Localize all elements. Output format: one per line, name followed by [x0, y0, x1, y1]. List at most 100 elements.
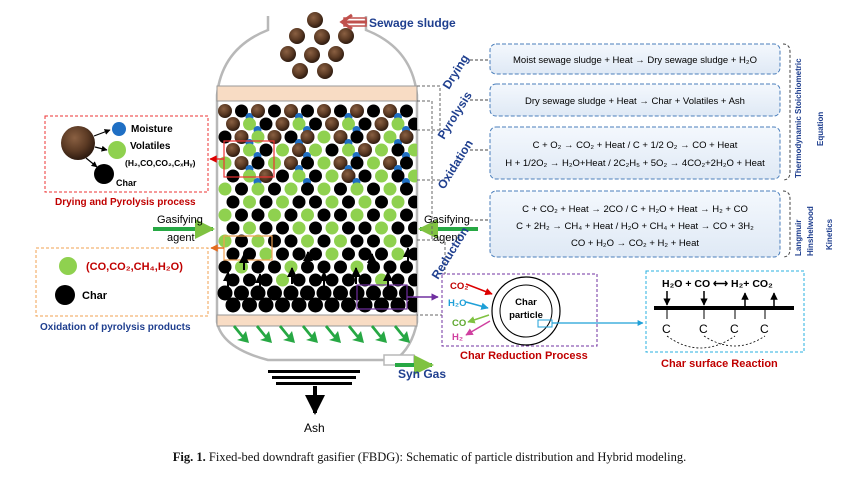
volatile-particle [259, 247, 273, 261]
volatile-particle [292, 169, 306, 183]
sludge-particle [284, 156, 298, 170]
kinetics-label-1: Langmuir [794, 220, 803, 256]
char-particle [243, 273, 256, 287]
char-particle [309, 117, 322, 131]
char-particle [226, 221, 240, 235]
volatile-particle [325, 247, 339, 261]
h2o-label: H₂O [448, 298, 466, 309]
char-particle [358, 273, 372, 287]
gas-particle-icon [59, 257, 77, 275]
volatile-particle [375, 143, 388, 157]
char-particle [309, 221, 322, 235]
char-particle [324, 297, 340, 313]
volatile-particle [325, 221, 339, 235]
sludge-particle [226, 117, 240, 131]
char-particle [358, 221, 372, 235]
sludge-particle [275, 117, 290, 131]
volatile-particle [391, 195, 405, 209]
sewage-sludge-arrow [339, 13, 367, 31]
char-particle [292, 195, 306, 209]
surface-c-2: C [699, 322, 708, 336]
gas-outflow-arrow [256, 325, 272, 343]
char-particle [291, 297, 307, 313]
volatile-particle [375, 221, 388, 235]
volatile-particle [251, 182, 265, 196]
feed-sludge-particles [280, 12, 354, 79]
char-particle [283, 285, 299, 301]
volatile-particle [243, 143, 256, 157]
grate-band [216, 314, 418, 327]
char-particle [391, 143, 405, 157]
co-label: CO [452, 318, 466, 329]
sludge-particle [341, 169, 356, 183]
char-particle [342, 247, 355, 261]
char-particle [317, 234, 331, 248]
char-particle [300, 285, 315, 301]
oxidation-reaction-1: C + O₂ → CO₂ + Heat / C + 1/2 O₂ → CO + … [533, 140, 738, 151]
oxidation-char-label: Char [82, 290, 108, 302]
surface-equation: H₂O + CO ⟷ H₂+ CO₂ [662, 278, 773, 290]
sludge-particle [234, 156, 249, 170]
char-particle [334, 104, 347, 118]
char-particle [334, 208, 347, 222]
gas-outflow-arrow [325, 325, 341, 343]
char-particle [334, 260, 347, 274]
char-particle [400, 208, 413, 222]
pyrolysis-reaction: Dry sewage sludge + Heat → Char + Volati… [525, 96, 745, 107]
volatile-particle [350, 208, 364, 222]
char-particle [342, 195, 355, 209]
char-particle [325, 273, 339, 287]
volatile-particle [243, 169, 256, 183]
char-particle [301, 156, 314, 170]
sludge-particle [358, 143, 372, 157]
sludge-particle [333, 130, 348, 144]
sewage-sludge-label: Sewage sludge [369, 16, 456, 30]
char-particle [317, 260, 331, 274]
sludge-particle [284, 104, 298, 118]
volatiles-label: Volatiles [130, 141, 171, 152]
gas-outflow-arrows [233, 325, 410, 343]
char-particle [225, 297, 241, 313]
char-surface-title: Char surface Reaction [661, 358, 778, 370]
sludge-particle [333, 156, 348, 170]
char-particle [334, 182, 347, 196]
char-particle [268, 104, 281, 118]
char-particle [366, 285, 381, 301]
char-particle [390, 297, 406, 313]
volatile-particle [391, 247, 405, 261]
caption-fig-number: Fig. 1. [172, 450, 206, 464]
char-particle [408, 117, 417, 131]
kinetics-label-2: Hinshelwood [806, 206, 815, 256]
volatile-particle [218, 234, 232, 248]
caption-text: Fixed-bed downdraft gasifier (FBDG): Sch… [208, 450, 687, 464]
volatile-particle [268, 208, 281, 222]
char-particle [226, 247, 240, 261]
reduction-reaction-1: C + CO₂ + Heat → 2CO / C + H₂O + Heat → … [522, 204, 748, 215]
zone-drying: Drying [440, 52, 472, 92]
moisture-label: Moisture [131, 124, 173, 135]
char-icon [55, 285, 75, 305]
char-particle [400, 234, 413, 248]
volatile-particle [235, 260, 248, 274]
volatile-particle [325, 195, 339, 209]
oxidation-products-title: Oxidation of pyrolysis products [40, 322, 191, 333]
char-particle [259, 143, 273, 157]
volatile-particle [375, 169, 388, 183]
sludge-particle [259, 169, 273, 183]
reduction-reaction-box [489, 190, 781, 258]
pyrolysis-reaction-box [489, 83, 781, 117]
char-particle [391, 221, 405, 235]
volatiles-particle-icon [108, 141, 126, 159]
volatile-particle [284, 182, 298, 196]
volatile-particle [408, 143, 417, 157]
gasifying-agent-left-label: Gasifying [157, 214, 203, 226]
h2-label: H₂ [452, 332, 463, 343]
char-particle [367, 182, 380, 196]
char-particle [259, 117, 273, 131]
char-particle [268, 182, 281, 196]
char-particle [218, 260, 232, 274]
gas-outflow-arrow [279, 325, 295, 343]
char-particle [309, 247, 322, 261]
gasifying-agent-right-label-2: agent [433, 232, 461, 244]
